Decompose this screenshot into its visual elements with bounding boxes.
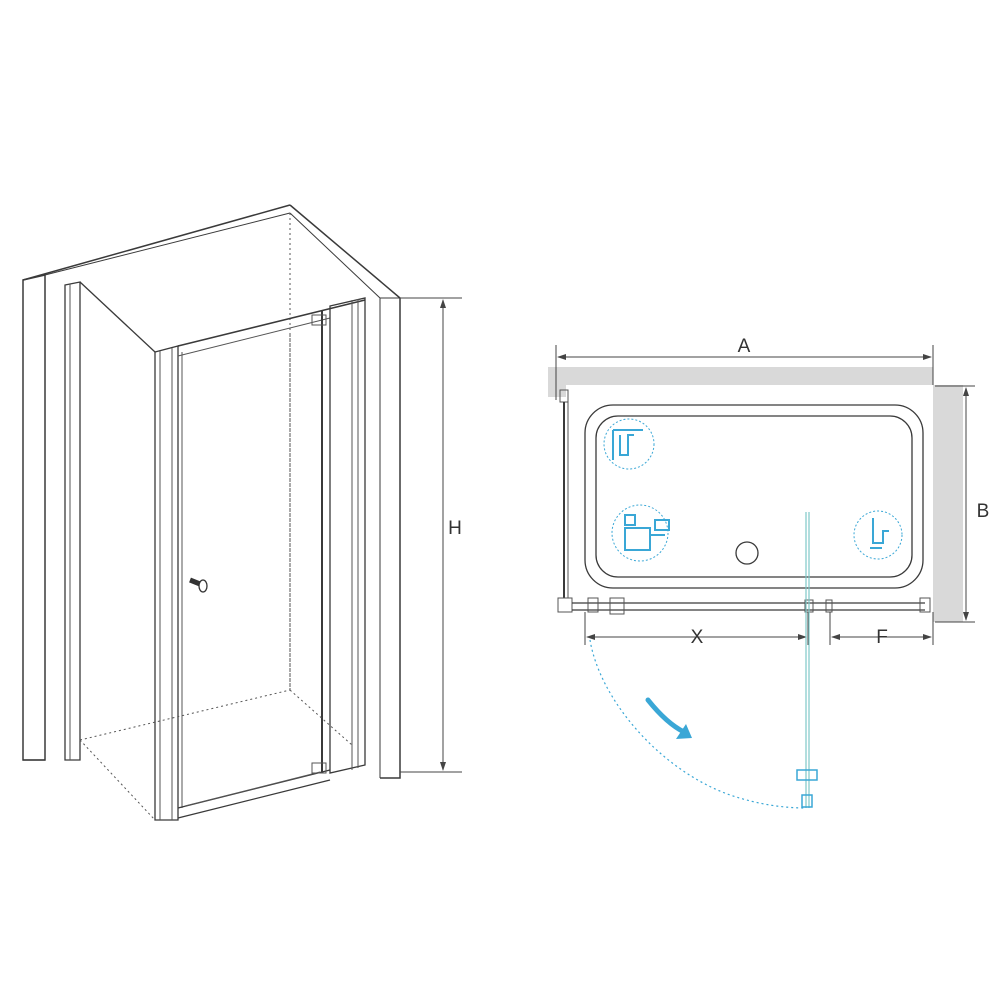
seal-profile-icon	[853, 510, 903, 560]
side-panel	[64, 281, 156, 821]
right-wall	[289, 204, 401, 779]
plan-side-panel	[557, 389, 573, 613]
width-label: A	[738, 336, 751, 357]
door-swing-arc	[589, 639, 807, 809]
door-width-label: X	[691, 627, 704, 648]
plan-front-rail	[572, 597, 931, 615]
swing-arrow-icon	[645, 697, 692, 739]
width-dimension: A	[555, 336, 934, 400]
hinge-icon	[611, 504, 670, 562]
depth-label: B	[977, 501, 990, 522]
door	[177, 297, 366, 819]
corner-profile	[154, 345, 179, 821]
floor-outline	[79, 335, 353, 746]
left-wall	[22, 204, 291, 761]
door-handle-icon	[189, 577, 208, 593]
depth-dimension: B	[935, 385, 990, 623]
plan-walls	[548, 367, 963, 622]
height-label: H	[448, 518, 462, 539]
fixed-panel-label: F	[876, 627, 888, 648]
door-width-dimension: X	[584, 612, 809, 648]
perspective-view: H	[22, 204, 466, 821]
wall-profile-icon	[603, 418, 655, 470]
fixed-panel-dimension: F	[829, 612, 934, 648]
open-door-glass	[796, 512, 818, 808]
height-dimension: H	[400, 297, 466, 773]
shower-tray	[584, 404, 924, 589]
plan-view: A B	[548, 336, 990, 809]
drain-icon	[735, 541, 759, 565]
